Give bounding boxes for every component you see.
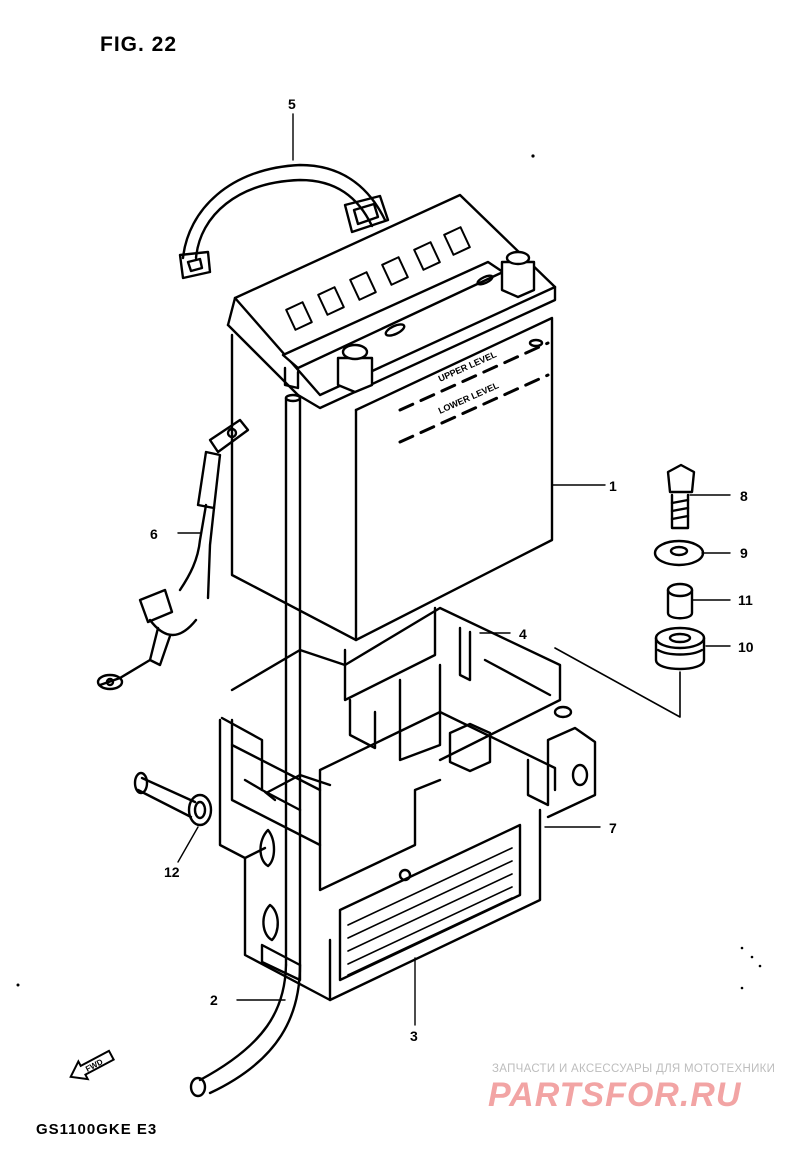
callout-10: 10 bbox=[738, 639, 754, 655]
callout-7: 7 bbox=[609, 820, 617, 836]
callout-2: 2 bbox=[210, 992, 218, 1008]
fwd-arrow-icon: FWD bbox=[69, 1049, 116, 1081]
fasteners bbox=[653, 463, 706, 671]
watermark-caption: ЗАПЧАСТИ И АКСЕССУАРЫ ДЛЯ МОТОТЕХНИКИ bbox=[492, 1063, 776, 1075]
battery-strap bbox=[178, 163, 390, 280]
specks bbox=[16, 154, 762, 990]
callout-4: 4 bbox=[519, 626, 527, 642]
callout-12: 12 bbox=[164, 864, 180, 880]
callout-11: 11 bbox=[738, 592, 753, 608]
battery-cable bbox=[96, 418, 250, 691]
callout-3: 3 bbox=[410, 1028, 418, 1044]
battery-holder bbox=[218, 606, 597, 1002]
callout-1: 1 bbox=[609, 478, 617, 494]
callout-6: 6 bbox=[150, 526, 158, 542]
model-code: GS1100GKE E3 bbox=[36, 1121, 158, 1138]
watermark-brand: PARTSFOR.RU bbox=[488, 1076, 742, 1114]
leader-lines bbox=[177, 113, 731, 1026]
figure-title: FIG. 22 bbox=[100, 33, 178, 56]
callout-9: 9 bbox=[740, 545, 748, 561]
rubber-damper bbox=[133, 771, 213, 827]
callout-8: 8 bbox=[740, 488, 748, 504]
callout-5: 5 bbox=[288, 96, 296, 112]
battery bbox=[226, 193, 557, 642]
